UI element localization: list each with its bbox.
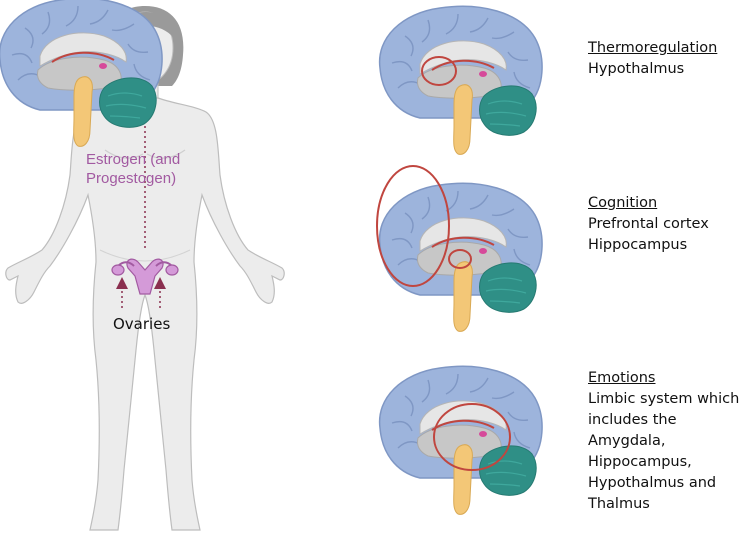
panel-line: Limbic system which — [588, 391, 740, 407]
body-silhouette — [5, 97, 285, 531]
uterus-ovaries-icon — [111, 258, 179, 295]
right-ovary — [165, 264, 179, 276]
brain-emotions — [378, 365, 544, 516]
panel-title: Cognition — [588, 195, 658, 211]
brain-sagittal-template — [0, 0, 163, 147]
panel-line: Prefrontal cortex — [588, 216, 709, 232]
chest-line-right — [146, 149, 186, 159]
hormone-label: Estrogen (and Progestogen) — [86, 150, 216, 188]
panel-emotions: Emotions Limbic system which includes th… — [588, 368, 739, 515]
hip-line — [99, 249, 191, 262]
highlight-hypothalamus — [421, 56, 457, 86]
brain-thermoregulation — [378, 5, 544, 156]
ovaries-label: Ovaries — [113, 315, 171, 333]
panel-cognition: Cognition Prefrontal cortex Hippocampus — [588, 193, 709, 256]
panel-title: Thermoregulation — [588, 40, 718, 56]
panel-title: Emotions — [588, 370, 656, 386]
panel-thermoregulation: Thermoregulation Hypothalmus — [588, 38, 717, 80]
highlight-limbic-system — [433, 403, 511, 471]
highlight-prefrontal-cortex — [376, 165, 450, 287]
panel-line: Thalmus — [588, 496, 650, 512]
highlight-hippocampus — [448, 249, 472, 269]
panel-line: Amygdala, — [588, 433, 666, 449]
panel-line: Hypothalmus — [588, 61, 685, 77]
panel-line: Hippocampus, — [588, 454, 692, 470]
panel-line: Hippocampus — [588, 237, 688, 253]
brain-cognition — [378, 182, 544, 333]
left-ovary — [111, 264, 125, 276]
chest-line-left — [104, 149, 144, 159]
panel-line: Hypothalmus and — [588, 475, 717, 491]
hormone-label-line-2: Progestogen) — [86, 170, 177, 187]
panel-line: includes the — [588, 412, 677, 428]
hormone-label-line-1: Estrogen (and — [86, 151, 181, 168]
